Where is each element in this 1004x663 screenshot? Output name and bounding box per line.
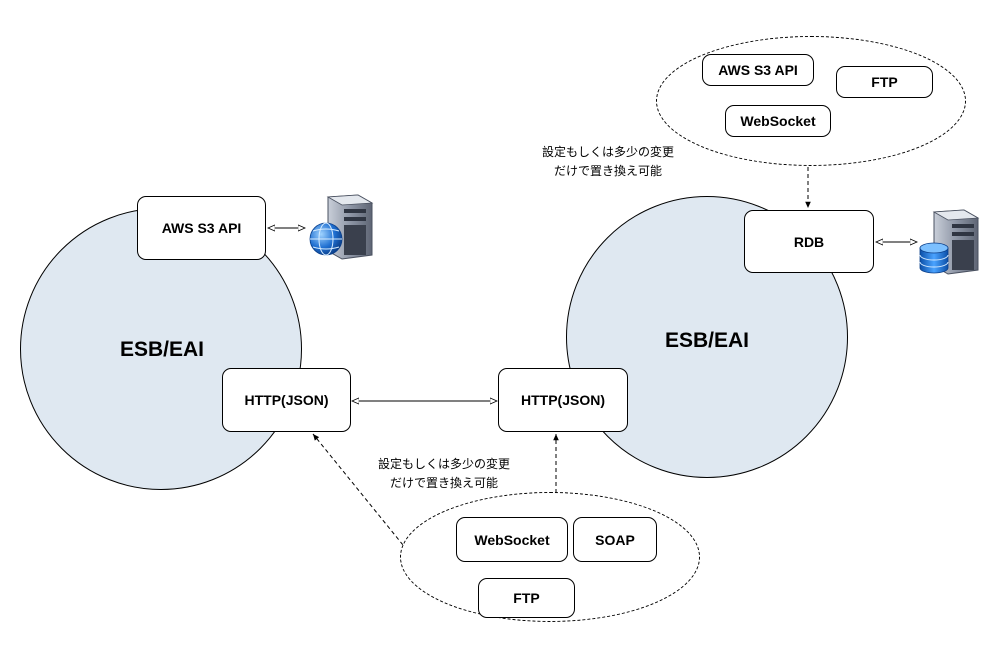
top-note-line-1: 設定もしくは多少の変更 (541, 145, 674, 159)
left-http-json-box[interactable]: HTTP(JSON) (222, 368, 351, 432)
left-esb-label: ESB/EAI (119, 338, 205, 361)
bottom-ftp-box[interactable]: FTP (478, 578, 575, 618)
right-rdb-box[interactable]: RDB (744, 210, 874, 273)
right-http-json-box[interactable]: HTTP(JSON) (498, 368, 628, 432)
top-aws-s3-api-box[interactable]: AWS S3 API (702, 54, 814, 86)
bottom-note-line-2: だけで置き換え可能 (389, 476, 498, 490)
web-server-globe-icon (309, 194, 374, 260)
bottom-note-line-1: 設定もしくは多少の変更 (377, 457, 510, 471)
bottom-replace-note: 設定もしくは多少の変更 だけで置き換え可能 (366, 455, 522, 493)
top-note-line-2: だけで置き換え可能 (553, 164, 662, 178)
bottom-websocket-box[interactable]: WebSocket (456, 517, 568, 562)
top-replace-note: 設定もしくは多少の変更 だけで置き換え可能 (532, 143, 684, 181)
database-server-icon (919, 209, 980, 275)
top-websocket-box[interactable]: WebSocket (725, 105, 831, 137)
bottom-soap-box[interactable]: SOAP (573, 517, 657, 562)
right-esb-label: ESB/EAI (664, 329, 750, 352)
left-aws-s3-api-box[interactable]: AWS S3 API (137, 196, 266, 260)
bottom-cloud-to-left-http-connector (312, 433, 404, 546)
top-ftp-box[interactable]: FTP (836, 66, 933, 98)
